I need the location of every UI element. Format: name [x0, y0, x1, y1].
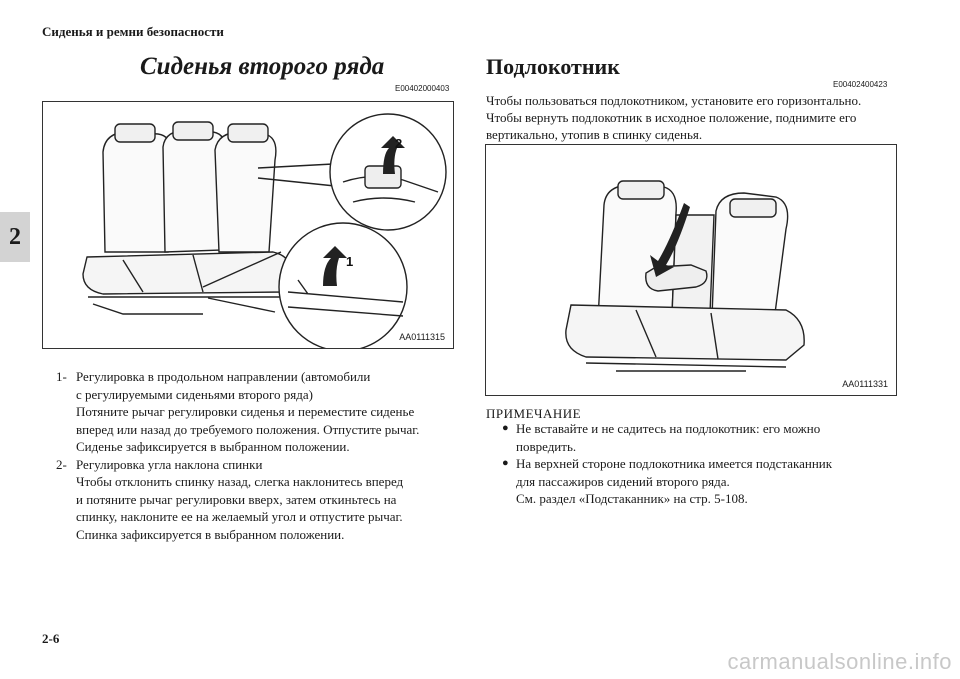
note-line: для пассажиров сидений второго ряда. — [516, 473, 730, 489]
note-item: ● На верхней стороне подлокотника имеетс… — [486, 455, 906, 508]
section-title-second-row-seats: Сиденья второго ряда — [140, 53, 385, 80]
section-title-armrest: Подлокотник — [486, 54, 620, 79]
figure-code-left: AA0111315 — [399, 332, 445, 342]
list-line: с регулируемыми сиденьями второго ряда) — [76, 386, 314, 402]
list-line: Сиденье зафиксируется в выбранном положе… — [76, 439, 350, 454]
note-item: ● Не вставайте и не садитесь на подлокот… — [486, 420, 906, 455]
list-item-number: 2- — [56, 456, 67, 472]
note-line: повредить. — [516, 438, 577, 454]
running-header: Сиденья и ремни безопасности — [42, 24, 224, 39]
note-list: ● Не вставайте и не садитесь на подлокот… — [486, 420, 906, 508]
note-line: См. раздел «Подстаканник» на стр. 5-108. — [516, 491, 748, 506]
list-line: Потяните рычаг регулировки сиденья и пер… — [76, 404, 415, 419]
intro-line: Чтобы пользоваться подлокотником, устано… — [486, 93, 862, 108]
callout-label-1: 1 — [346, 254, 353, 269]
armrest-illustration — [565, 180, 805, 372]
list-line: спинку, наклоните ее на желаемый угол и … — [76, 509, 403, 524]
armrest-intro: Чтобы пользоваться подлокотником, устано… — [486, 92, 906, 143]
list-line: Чтобы отклонить спинку назад, слегка нак… — [76, 474, 404, 489]
list-item: 1- Регулировка в продольном направлении … — [56, 368, 456, 456]
figure-second-row-seats: 2 1 AA0111315 — [42, 101, 454, 349]
list-line: и потяните рычаг регулировки вверх, зате… — [76, 491, 397, 507]
figure-code-right: AA0111331 — [842, 379, 888, 389]
list-line: вперед или назад до требуемого положения… — [76, 421, 420, 437]
note-line: На верхней стороне подлокотника имеется … — [516, 456, 833, 471]
section-code-left: E00402000403 — [395, 84, 450, 93]
list-line: Регулировка в продольном направлении (ав… — [76, 369, 371, 384]
watermark: carmanualsonline.info — [727, 649, 952, 674]
list-item: 2- Регулировка угла наклона спинки Чтобы… — [56, 456, 456, 544]
list-line: Регулировка угла наклона спинки — [76, 456, 263, 472]
section-code-right: E00402400423 — [833, 80, 888, 89]
chapter-tab: 2 — [0, 212, 30, 262]
intro-line: Чтобы вернуть подлокотник в исходное пол… — [486, 110, 857, 125]
seat-illustration: 2 1 — [82, 113, 447, 348]
callout-label-2: 2 — [395, 136, 402, 151]
list-item-number: 1- — [56, 369, 67, 384]
bullet-icon: ● — [502, 457, 509, 469]
list-line: Спинка зафиксируется в выбранном положен… — [76, 526, 345, 542]
bullet-icon: ● — [502, 422, 509, 434]
figure-armrest: AA0111331 — [485, 144, 897, 396]
page-number: 2-6 — [42, 631, 60, 646]
adjustment-list: 1- Регулировка в продольном направлении … — [56, 368, 456, 543]
note-line: Не вставайте и не садитесь на подлокотни… — [516, 421, 821, 436]
intro-line: вертикально, утопив в спинку сиденья. — [486, 127, 703, 142]
note-heading: ПРИМЕЧАНИЕ — [486, 406, 582, 421]
